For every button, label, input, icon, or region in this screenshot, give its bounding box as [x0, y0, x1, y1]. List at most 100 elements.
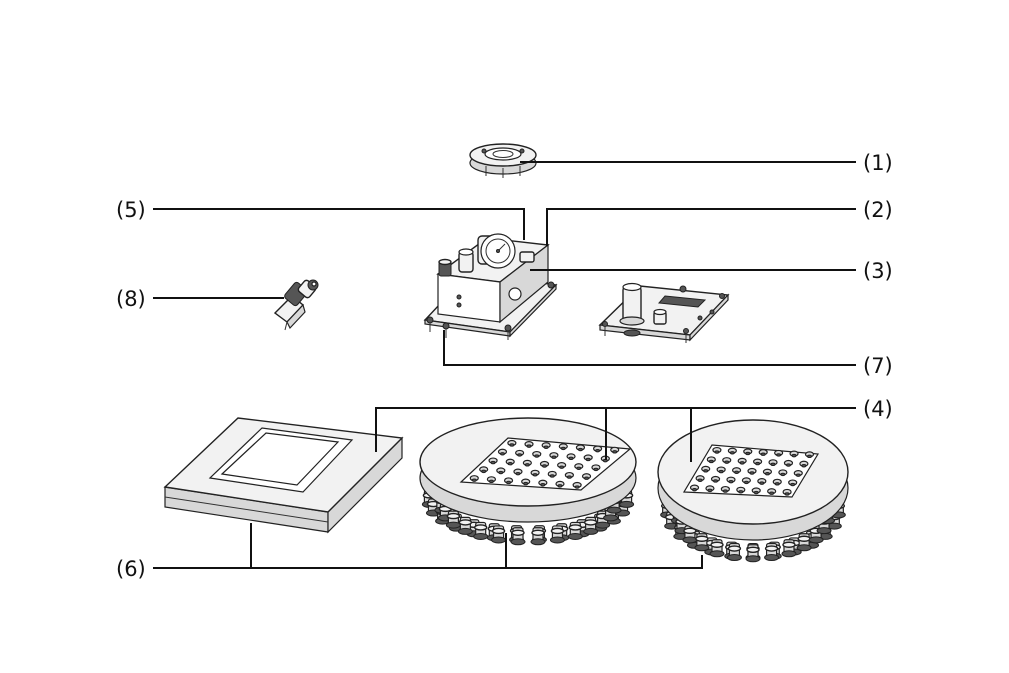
part-vacuum-unit — [423, 233, 558, 340]
callout-4: (4) — [863, 397, 893, 421]
suction-cup — [491, 525, 507, 544]
vacuum-hole — [736, 486, 746, 494]
part-flange-ring — [469, 143, 537, 178]
vacuum-hole — [710, 475, 721, 483]
suction-cups-middle — [421, 489, 635, 546]
vacuum-hole — [572, 481, 582, 489]
leader-line-6 — [153, 555, 703, 569]
vacuum-hole — [558, 443, 568, 451]
suction-cup — [781, 539, 797, 558]
vacuum-hole — [731, 467, 742, 474]
vacuum-hole — [722, 457, 732, 464]
vacuum-hole — [486, 476, 497, 484]
vacuum-hole — [741, 477, 752, 485]
vacuum-hole — [583, 454, 593, 462]
vacuum-hole — [706, 456, 716, 464]
vacuum-hole — [507, 439, 517, 447]
leader-lines — [153, 161, 856, 569]
suction-cup — [796, 533, 812, 552]
vacuum-hole — [515, 449, 525, 457]
vacuum-hole — [549, 452, 559, 459]
part-connector — [273, 279, 319, 331]
callout-7: (7) — [863, 354, 893, 378]
suction-cups-right — [660, 500, 846, 563]
vacuum-hole — [695, 475, 705, 482]
callout-8: (8) — [116, 287, 146, 311]
suction-cup — [530, 527, 546, 546]
vacuum-hole — [720, 485, 730, 493]
vacuum-hole — [557, 462, 567, 469]
suction-cup — [510, 527, 526, 546]
vacuum-hole — [757, 478, 767, 485]
vacuum-holes-middle — [469, 439, 620, 489]
callout-2: (2) — [863, 198, 893, 222]
leader-line-7 — [443, 330, 856, 366]
suction-cup — [567, 521, 583, 540]
vacuum-hole — [538, 479, 548, 487]
vacuum-hole — [762, 468, 773, 476]
vacuum-hole — [574, 463, 584, 470]
callout-3: (3) — [863, 259, 893, 283]
vacuum-hole — [772, 478, 782, 486]
vacuum-hole — [758, 449, 768, 456]
vacuum-hole — [793, 470, 803, 477]
callout-labels: (1) (2) (3) (7) (4) (5) (8) (6) — [116, 151, 893, 581]
vacuum-hole — [747, 467, 757, 475]
vacuum-hole — [497, 448, 508, 456]
vacuum-hole — [581, 473, 592, 480]
vacuum-hole — [503, 477, 514, 485]
leader-line-4 — [375, 407, 856, 452]
vacuum-hole — [488, 457, 498, 465]
suction-cup — [457, 516, 473, 535]
vacuum-hole — [778, 469, 788, 477]
leader-line-2 — [546, 208, 856, 246]
vacuum-hole — [774, 449, 784, 457]
vacuum-hole — [530, 469, 540, 477]
suction-cup — [445, 510, 461, 529]
vacuum-hole — [524, 441, 534, 448]
suction-cup — [709, 539, 725, 558]
suction-cup — [682, 525, 698, 544]
vacuum-hole — [575, 444, 586, 452]
vacuum-hole — [469, 475, 479, 482]
vacuum-hole — [592, 445, 603, 453]
vacuum-hole — [783, 459, 794, 467]
vacuum-hole — [751, 487, 761, 495]
vacuum-hole — [712, 446, 722, 454]
vacuum-hole — [767, 488, 777, 495]
vacuum-holes-right — [689, 446, 815, 496]
part-round-tray-right — [657, 419, 849, 563]
vacuum-hole — [522, 459, 532, 467]
vacuum-hole — [591, 464, 601, 472]
callout-1: (1) — [863, 151, 893, 175]
vacuum-hole — [804, 451, 815, 459]
vacuum-hole — [532, 450, 542, 458]
vacuum-hole — [521, 478, 531, 486]
vacuum-hole — [505, 458, 515, 466]
leader-line-5 — [153, 208, 525, 240]
suction-cup — [694, 533, 710, 552]
vacuum-hole — [701, 465, 711, 473]
vacuum-hole — [566, 453, 576, 461]
vacuum-hole — [513, 468, 523, 476]
vacuum-hole — [479, 466, 489, 474]
vacuum-hole — [541, 442, 551, 449]
vacuum-hole — [743, 448, 753, 456]
vacuum-hole — [539, 460, 550, 468]
vacuum-hole — [689, 484, 700, 492]
vacuum-hole — [789, 450, 799, 458]
suction-cup — [745, 544, 761, 563]
part-round-tray-middle — [419, 417, 637, 546]
vacuum-hole — [547, 470, 557, 478]
callout-5: (5) — [116, 198, 146, 222]
vacuum-hole — [555, 480, 565, 488]
vacuum-hole — [564, 471, 574, 479]
callout-6: (6) — [116, 557, 146, 581]
part-square-tray — [163, 417, 404, 534]
vacuum-hole — [752, 458, 763, 466]
suction-cup — [473, 521, 489, 540]
vacuum-hole — [782, 488, 792, 496]
vacuum-hole — [727, 447, 737, 455]
vacuum-hole — [705, 485, 715, 493]
